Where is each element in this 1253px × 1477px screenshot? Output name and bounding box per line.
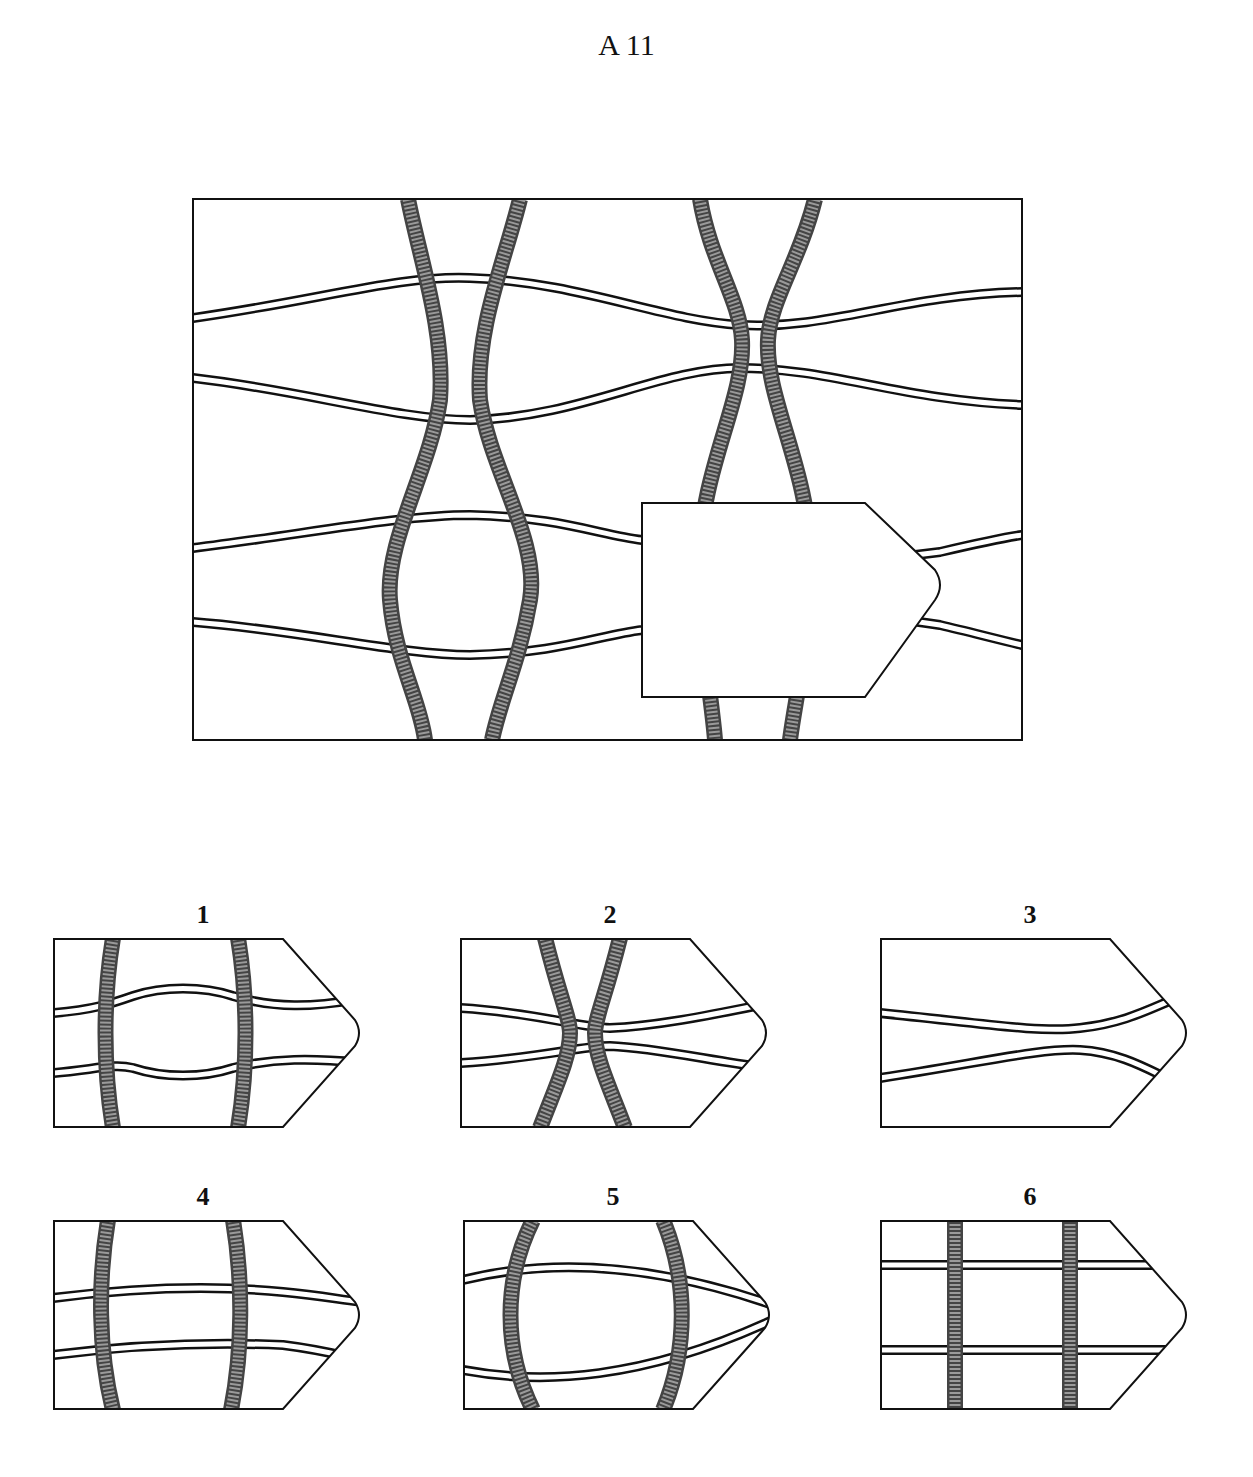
shaded-band-texture: [101, 1220, 113, 1410]
shaded-band: [595, 938, 625, 1128]
option-pattern: [53, 938, 363, 1128]
shaded-band-texture: [106, 938, 114, 1128]
shaded-band: [231, 1220, 240, 1410]
double-line-gap: [460, 1003, 770, 1028]
answer-option: 1: [53, 898, 365, 1134]
option-outline: [881, 1221, 1186, 1409]
option-number: 1: [53, 898, 353, 932]
answer-option: 2: [460, 898, 772, 1134]
option-figure: [463, 1220, 775, 1412]
shaded-band: [1062, 1220, 1078, 1410]
answer-option: 4: [53, 1180, 365, 1416]
option-outline: [461, 939, 766, 1127]
option-number: 2: [460, 898, 760, 932]
shaded-band-texture: [950, 1220, 961, 1410]
double-line: [880, 1345, 1190, 1355]
shaded-band: [663, 1220, 682, 1410]
shaded-band-texture: [238, 938, 246, 1128]
double-line: [880, 1260, 1190, 1270]
option-number: 3: [880, 898, 1180, 932]
shaded-band: [947, 1220, 963, 1410]
double-line-gap: [880, 993, 1190, 1029]
option-pattern: [463, 1220, 773, 1410]
double-line-gap: [193, 368, 1022, 420]
missing-piece: [642, 503, 940, 697]
shaded-band: [390, 199, 441, 740]
option-outline: [54, 1221, 359, 1409]
answer-option: 6: [880, 1180, 1192, 1416]
option-number: 6: [880, 1180, 1180, 1214]
shaded-band: [238, 938, 246, 1128]
double-line-gap: [193, 278, 1022, 326]
shaded-band-texture: [540, 938, 570, 1128]
shaded-band-texture: [479, 199, 531, 740]
shaded-band-texture: [1065, 1220, 1076, 1410]
shaded-band: [101, 1220, 113, 1410]
double-line: [460, 1003, 770, 1028]
double-line: [880, 993, 1190, 1029]
figure-frame: [193, 199, 1022, 740]
option-figure: [53, 1220, 365, 1412]
answer-option: 5: [463, 1180, 775, 1416]
option-ground: [461, 939, 766, 1127]
shaded-band: [540, 938, 570, 1128]
double-line: [880, 1050, 1190, 1088]
shaded-band-texture: [595, 938, 625, 1128]
double-line-gap: [880, 1348, 1190, 1353]
option-figure: [880, 938, 1192, 1130]
shaded-band-texture: [390, 199, 441, 740]
pattern: [193, 199, 1022, 740]
shaded-band-texture: [231, 1220, 240, 1410]
option-ground: [54, 939, 359, 1127]
option-number: 5: [463, 1180, 763, 1214]
shaded-band-texture: [511, 1220, 534, 1410]
double-line: [193, 368, 1022, 420]
double-line: [193, 278, 1022, 326]
option-pattern: [880, 993, 1190, 1088]
option-figure: [53, 938, 365, 1130]
option-pattern: [460, 938, 770, 1128]
answer-option: 3: [880, 898, 1192, 1134]
shaded-band: [479, 199, 531, 740]
double-line: [460, 1046, 770, 1068]
option-figure: [460, 938, 772, 1130]
option-pattern: [880, 1220, 1190, 1410]
item-title: A 11: [0, 28, 1253, 62]
option-outline: [54, 939, 359, 1127]
option-figure: [880, 1220, 1192, 1412]
double-line-gap: [460, 1046, 770, 1068]
option-ground: [54, 1221, 359, 1409]
option-number: 4: [53, 1180, 353, 1214]
option-outline: [881, 939, 1186, 1127]
double-line-gap: [880, 1050, 1190, 1088]
shaded-band-texture: [663, 1220, 682, 1410]
option-pattern: [53, 1220, 363, 1410]
shaded-band: [511, 1220, 534, 1410]
shaded-band: [106, 938, 114, 1128]
double-line-gap: [880, 1263, 1190, 1268]
option-outline: [464, 1221, 769, 1409]
option-ground: [881, 1221, 1186, 1409]
